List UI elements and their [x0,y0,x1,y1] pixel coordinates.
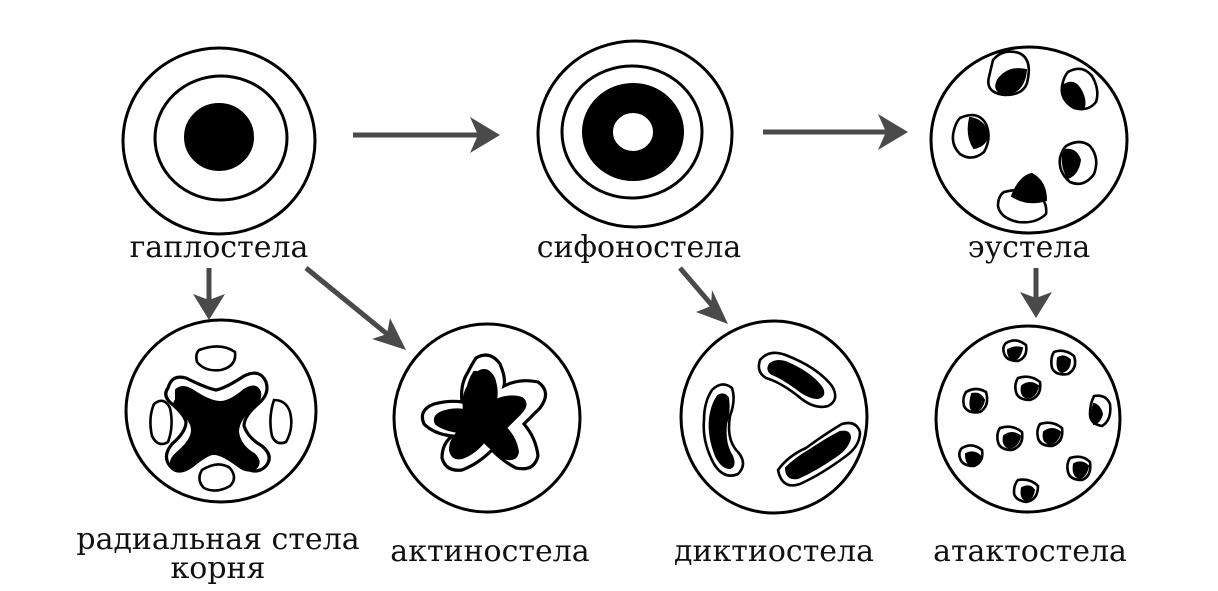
atactostele-bundle [1066,455,1092,482]
label-siphonostele: сифоностела [536,230,742,265]
atactostele-bundle [1014,375,1042,402]
arrow-haplostele-to-siphonostele [353,117,500,153]
atactostele-bundle [996,425,1024,452]
atactostele-bundle [962,387,989,414]
arrow-siphonostele-to-dictyostele [678,266,728,324]
dictyostele-meristele [757,351,837,409]
arrow-eustele-to-atactostele [1020,268,1052,318]
atactostele-bundle [1088,394,1112,428]
arrow-haplostele-to-radial-root-stele [193,268,225,320]
actinostele-figure [392,322,582,514]
haplostele-figure [121,46,317,236]
eustele-bundle [951,113,990,159]
label-actinostele: актиностела [390,534,590,569]
label-atactostele: атактостела [933,534,1127,569]
siphonostele-figure [536,39,734,229]
atactostele-figure [934,324,1122,514]
dictyostele-meristele [776,421,862,487]
eustele-bundle [987,50,1031,97]
eustele-bundle [996,172,1048,224]
atactostele-bundle [1036,421,1064,448]
arrow-siphonostele-to-eustele [763,114,908,150]
eustele-bundle [1058,140,1098,186]
dictyostele-meristele [702,383,745,477]
radial-root-stele-figure [124,318,318,504]
eustele-figure [929,45,1129,235]
eustele-bundle [1060,67,1099,111]
dictyostele-figure [679,319,869,515]
atactostele-bundle [1050,349,1077,376]
arrow-haplostele-to-actinostele [304,266,406,350]
label-eustele: эустела [967,230,1091,265]
atactostele-bundle [958,444,984,468]
label-dictyostele: диктиостела [674,534,874,569]
label-haplostele: гаплостела [129,230,309,265]
label-radial-root-stele: радиальная стела корня [76,522,360,586]
atactostele-bundle [1012,478,1040,504]
atactostele-bundle [1002,339,1028,363]
